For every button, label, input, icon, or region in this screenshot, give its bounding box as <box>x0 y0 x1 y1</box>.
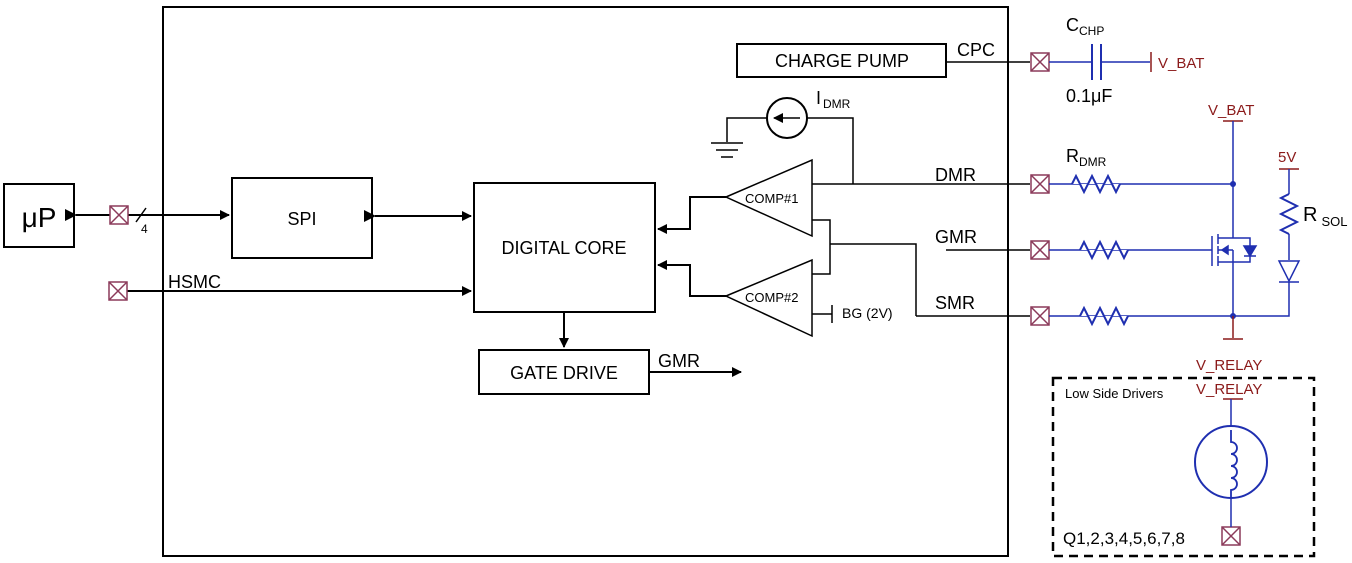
dmr-label: DMR <box>935 165 976 185</box>
charge-pump-label: CHARGE PUMP <box>775 51 909 71</box>
rdmr-label: RDMR <box>1066 146 1107 169</box>
pin-cpc-icon <box>1030 52 1050 72</box>
charge-pump-block <box>736 43 947 78</box>
hsmc-label: HSMC <box>168 272 221 292</box>
pin-q-icon <box>1221 526 1241 546</box>
pin-hsmc-icon <box>108 281 128 301</box>
cchp-value: 0.1μF <box>1066 86 1112 106</box>
five-v-label: 5V <box>1278 149 1296 166</box>
vrelay-2-label: V_RELAY <box>1196 381 1262 398</box>
rsol-resistor <box>1278 193 1300 235</box>
comparator-1 <box>724 158 813 238</box>
mosfet-icon <box>1211 234 1258 316</box>
smr-sense-wire <box>830 243 917 316</box>
cchp-label: CCHP <box>1066 15 1104 38</box>
relay-coil-winding <box>1230 430 1238 498</box>
diode-return-wire <box>1233 282 1290 317</box>
diode-icon <box>1277 260 1301 283</box>
gmr-label: GMR <box>935 227 977 247</box>
pin-dmr-icon <box>1030 174 1050 194</box>
low-side-drivers-box <box>1051 376 1316 558</box>
gmr-output-label: GMR <box>658 351 700 371</box>
current-source-wire <box>807 117 854 184</box>
digital-core-label: DIGITAL CORE <box>501 238 626 258</box>
bus-slash <box>135 207 147 223</box>
comparator-2 <box>724 258 813 338</box>
comp1-to-core <box>657 196 726 234</box>
vbat-top-label: V_BAT <box>1208 102 1254 119</box>
microprocessor-label: μP <box>22 202 57 233</box>
gate-drive-label: GATE DRIVE <box>510 363 618 383</box>
rsmr-resistor <box>1079 305 1129 327</box>
comparator-1-label: COMP#1 <box>745 191 798 206</box>
q-pins-label: Q1,2,3,4,5,6,7,8 <box>1063 529 1185 548</box>
smr-label: SMR <box>935 293 975 313</box>
spi-label: SPI <box>287 209 316 229</box>
comp2-to-core <box>657 260 726 297</box>
rdmr-resistor <box>1071 173 1121 195</box>
comp-cross-wire <box>812 219 831 275</box>
ground-wire <box>726 117 767 142</box>
ic-outline <box>162 6 1009 557</box>
pin-icons <box>108 52 1241 546</box>
comparator-2-label: COMP#2 <box>745 290 798 305</box>
cpc-label: CPC <box>957 40 995 60</box>
bus-width-label: 4 <box>141 222 148 236</box>
pin-up-icon <box>109 205 129 225</box>
pin-smr-icon <box>1030 306 1050 326</box>
vrelay-1-label: V_RELAY <box>1196 357 1262 374</box>
ground-icon <box>711 142 743 158</box>
low-side-drivers-label: Low Side Drivers <box>1065 386 1164 401</box>
vbat-cap-label: V_BAT <box>1158 55 1204 72</box>
dmr-node <box>1230 181 1236 187</box>
rgmr-resistor <box>1079 239 1129 261</box>
pin-gmr-icon <box>1030 240 1050 260</box>
bg-label: BG (2V) <box>842 305 893 321</box>
